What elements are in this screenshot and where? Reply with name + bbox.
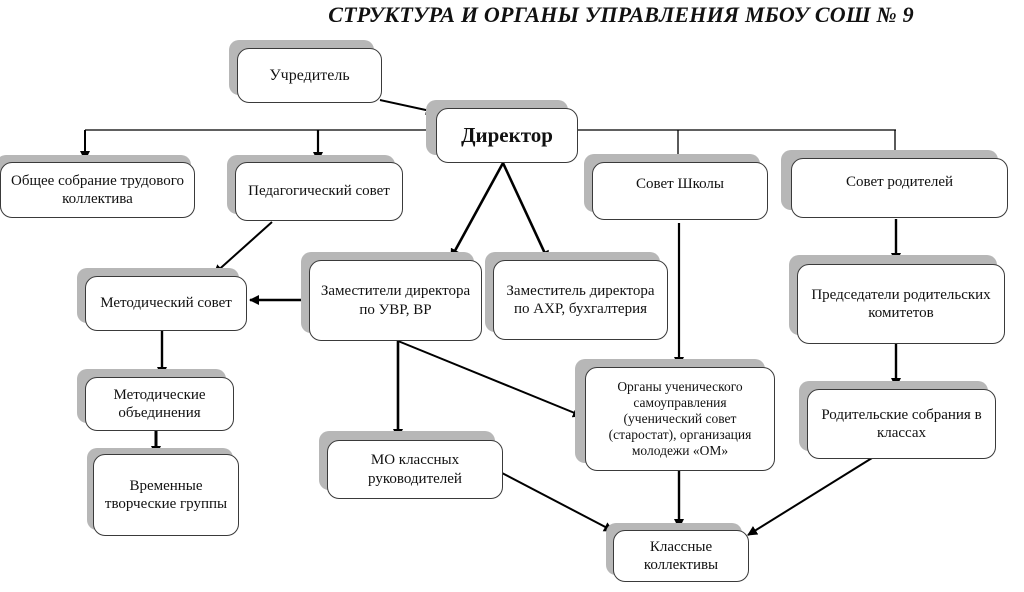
node-parent-committee-chairs: Председатели родительских комитетов <box>789 255 1005 344</box>
node-methodical-council: Методический совет <box>77 268 247 331</box>
node-deputy-director-ahr-label: Заместитель директора по АХР, бухгалтери… <box>506 282 655 317</box>
node-school-council: Совет Школы <box>584 154 768 220</box>
node-pedagogical-council-label: Педагогический совет <box>248 183 390 200</box>
node-class-teachers-mo-label: МО классных руководителей <box>368 452 462 487</box>
node-founder: Учредитель <box>229 40 382 103</box>
node-director: Директор <box>426 100 578 163</box>
node-school-council-label: Совет Школы <box>636 176 724 192</box>
node-parents-council: Совет родителей <box>781 150 1008 218</box>
connector-parent-meetings-collectives <box>747 457 873 536</box>
node-director-label: Директор <box>461 122 553 147</box>
node-deputy-directors-uvr-vr: Заместители директора по УВР, ВР <box>301 252 482 341</box>
node-parent-meetings-label: Родительские собрания в классах <box>821 406 982 441</box>
node-class-collectives: Классные коллективы <box>606 523 749 582</box>
node-parent-meetings: Родительские собрания в классах <box>799 381 996 459</box>
node-founder-label: Учредитель <box>269 66 350 84</box>
node-student-self-government: Органы ученического самоуправления (учен… <box>575 359 775 471</box>
connector-class-teachers-mo-collectives <box>501 472 614 532</box>
node-temporary-creative-groups: Временные творческие группы <box>87 448 239 536</box>
connector-deputies-student-gov <box>397 340 583 418</box>
node-parent-committee-chairs-label: Председатели родительских комитетов <box>811 286 991 321</box>
node-deputy-directors-uvr-vr-label: Заместители директора по УВР, ВР <box>320 283 471 318</box>
node-temporary-creative-groups-label: Временные творческие группы <box>104 477 228 512</box>
node-deputy-director-ahr: Заместитель директора по АХР, бухгалтери… <box>485 252 668 340</box>
connector-director-deputy-ahr <box>501 162 550 261</box>
node-pedagogical-council: Педагогический совет <box>227 155 403 221</box>
node-student-self-government-label: Органы ученического самоуправления (учен… <box>608 378 752 459</box>
node-parents-council-label: Совет родителей <box>845 174 954 190</box>
node-methodical-council-label: Методический совет <box>100 295 232 312</box>
connector-founder-director <box>379 99 436 115</box>
node-class-collectives-label: Классные коллективы <box>643 538 719 573</box>
connector-pedagogical-methodical <box>213 221 273 275</box>
node-general-meeting-label: Общее собрание трудового коллектива <box>11 172 184 207</box>
node-general-meeting: Общее собрание трудового коллектива <box>0 155 195 218</box>
node-methodical-associations: Методические объединения <box>77 369 234 431</box>
node-class-teachers-mo: МО классных руководителей <box>319 431 503 499</box>
node-methodical-associations-label: Методические объединения <box>113 386 206 421</box>
diagram-title: СТРУКТУРА И ОРГАНЫ УПРАВЛЕНИЯ МБОУ СОШ №… <box>328 2 914 27</box>
connector-director-deputies-uvr <box>449 162 505 259</box>
